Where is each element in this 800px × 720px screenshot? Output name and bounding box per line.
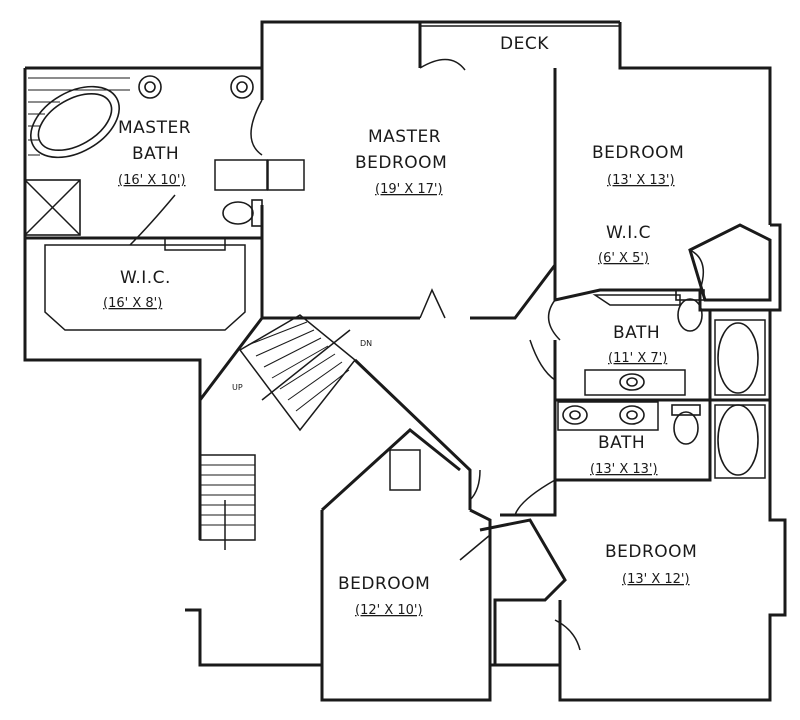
sink-icon: [138, 75, 162, 99]
bath-upper-dims: (11' X 7'): [608, 351, 667, 366]
toilet-icon: [677, 298, 703, 332]
master-bath-label-line2: BATH: [132, 144, 179, 164]
shower-icon: [24, 179, 81, 236]
bathtub-icon: [717, 404, 759, 476]
stair-dn-mark: DN: [360, 339, 372, 348]
toilet-icon: [673, 411, 699, 445]
sink-icon: [619, 405, 645, 425]
bedroom-se-label: BEDROOM: [605, 542, 697, 562]
toilet-icon: [222, 201, 254, 225]
bath-lower-dims: (13' X 13'): [590, 462, 658, 477]
door-swings: [129, 58, 705, 651]
deck-label: DECK: [500, 34, 549, 54]
master-wic-label: W.I.C.: [120, 268, 171, 288]
master-wic-dims: (16' X 8'): [103, 296, 162, 311]
master-bedroom-label-line2: BEDROOM: [355, 153, 447, 173]
sink-icon: [230, 75, 254, 99]
lower-staircase: [199, 454, 256, 550]
wic-ne-dims: (6' X 5'): [598, 251, 649, 266]
master-bath-dims: (16' X 10'): [118, 173, 186, 188]
bathtub-icon: [717, 322, 759, 394]
master-bath-fixtures: [24, 75, 305, 251]
sink-icon: [562, 405, 588, 425]
bedroom-se-dims: (13' X 12'): [622, 572, 690, 587]
wic-ne-label: W.I.C: [606, 223, 651, 243]
baths-fixtures: [557, 289, 759, 476]
sink-icon: [619, 373, 645, 391]
interior-walls: [25, 68, 772, 700]
main-staircase: [238, 314, 357, 432]
bath-lower-label: BATH: [598, 433, 645, 453]
bedroom-ne-label: BEDROOM: [592, 143, 684, 163]
master-bedroom-dims: (19' X 17'): [375, 182, 443, 197]
bedroom-ne-dims: (13' X 13'): [607, 173, 675, 188]
bedroom-s-dims: (12' X 10'): [355, 603, 423, 618]
room-labels: DECK MASTER BATH (16' X 10') MASTER BEDR…: [103, 34, 697, 618]
stair-up-mark: UP: [232, 383, 243, 392]
soaking-tub-icon: [30, 85, 120, 159]
master-bedroom-label-line1: MASTER: [368, 127, 441, 147]
bedroom-s-label: BEDROOM: [338, 574, 430, 594]
bath-upper-label: BATH: [613, 323, 660, 343]
master-bath-label-line1: MASTER: [118, 118, 191, 138]
